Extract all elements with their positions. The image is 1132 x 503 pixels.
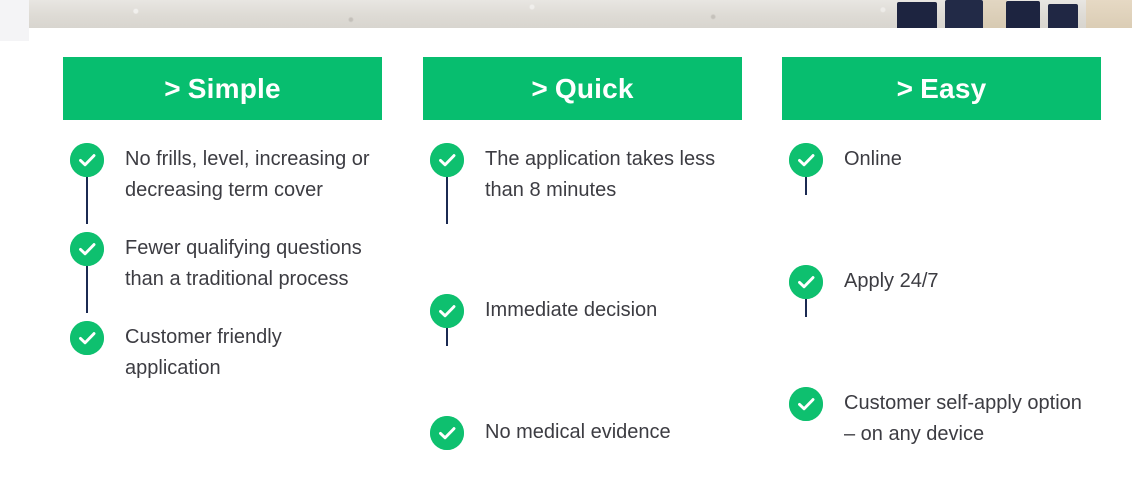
feature-list: No frills, level, increasing or decreasi… xyxy=(63,143,382,384)
list-item: Immediate decision xyxy=(423,294,742,346)
column-header-quick[interactable]: > Quick xyxy=(423,57,742,120)
check-circle-icon xyxy=(70,232,104,266)
list-item-text: No medical evidence xyxy=(485,421,671,443)
list-item: Apply 24/7 xyxy=(782,265,1101,317)
floor-warm-patch-left xyxy=(983,0,1007,28)
hero-image-strip xyxy=(0,0,1132,28)
check-circle-icon xyxy=(70,321,104,355)
check-circle-icon xyxy=(789,387,823,421)
feature-column-quick: > Quick The application takes less than … xyxy=(423,57,742,450)
bullet-column xyxy=(63,321,111,384)
column-header-simple[interactable]: > Simple xyxy=(63,57,382,120)
chevron-right-icon: > xyxy=(896,72,914,104)
check-circle-icon xyxy=(789,265,823,299)
column-header-label: Quick xyxy=(554,72,634,104)
person-leg xyxy=(1048,4,1078,28)
list-item: No medical evidence xyxy=(423,416,742,450)
feature-column-easy: > Easy Online xyxy=(782,57,1101,450)
list-item-text: No frills, level, increasing or decreasi… xyxy=(125,148,370,201)
check-circle-icon xyxy=(430,416,464,450)
list-item-text: Fewer qualifying questions than a tradit… xyxy=(125,237,362,290)
check-circle-icon xyxy=(430,294,464,328)
check-circle-icon xyxy=(789,143,823,177)
list-item: Customer self-apply option – on any devi… xyxy=(782,387,1101,450)
person-leg xyxy=(1006,1,1040,28)
floor-texture xyxy=(0,0,1132,28)
bullet-column xyxy=(782,387,830,450)
column-header-label: Easy xyxy=(920,72,987,104)
bullet-column xyxy=(423,294,471,346)
list-item: Fewer qualifying questions than a tradit… xyxy=(63,232,382,313)
bullet-column xyxy=(782,143,830,195)
timeline-connector xyxy=(86,177,88,224)
list-item-text: Customer friendly application xyxy=(125,326,282,379)
feature-list: The application takes less than 8 minute… xyxy=(423,143,742,450)
timeline-connector xyxy=(805,299,807,317)
timeline-connector xyxy=(86,266,88,313)
list-item-text: The application takes less than 8 minute… xyxy=(485,148,716,201)
timeline-connector xyxy=(446,177,448,224)
list-item: The application takes less than 8 minute… xyxy=(423,143,742,224)
bullet-column xyxy=(423,416,471,450)
list-item: Customer friendly application xyxy=(63,321,382,384)
column-header-easy[interactable]: > Easy xyxy=(782,57,1101,120)
person-leg xyxy=(945,0,983,28)
bullet-column xyxy=(782,265,830,317)
list-item-text: Immediate decision xyxy=(485,299,658,321)
person-leg xyxy=(897,2,937,28)
chevron-right-icon: > xyxy=(531,72,548,104)
bullet-column xyxy=(63,143,111,224)
list-item: Online xyxy=(782,143,1101,195)
list-item-text: Customer self-apply option – on any devi… xyxy=(844,392,1082,445)
floor-warm-patch-right xyxy=(1086,0,1132,28)
check-circle-icon xyxy=(70,143,104,177)
column-header-label: Simple xyxy=(187,72,281,104)
list-item-text: Apply 24/7 xyxy=(844,270,939,292)
check-circle-icon xyxy=(430,143,464,177)
list-item-text: Online xyxy=(844,148,902,170)
feature-column-simple: > Simple No frills, level, increasing or… xyxy=(63,57,382,384)
chevron-right-icon: > xyxy=(164,72,181,104)
bullet-column xyxy=(423,143,471,224)
feature-list: Online Apply 24/7 xyxy=(782,143,1101,450)
corner-panel xyxy=(0,0,29,41)
timeline-connector xyxy=(805,177,807,195)
list-item: No frills, level, increasing or decreasi… xyxy=(63,143,382,224)
timeline-connector xyxy=(446,328,448,346)
bullet-column xyxy=(63,232,111,313)
